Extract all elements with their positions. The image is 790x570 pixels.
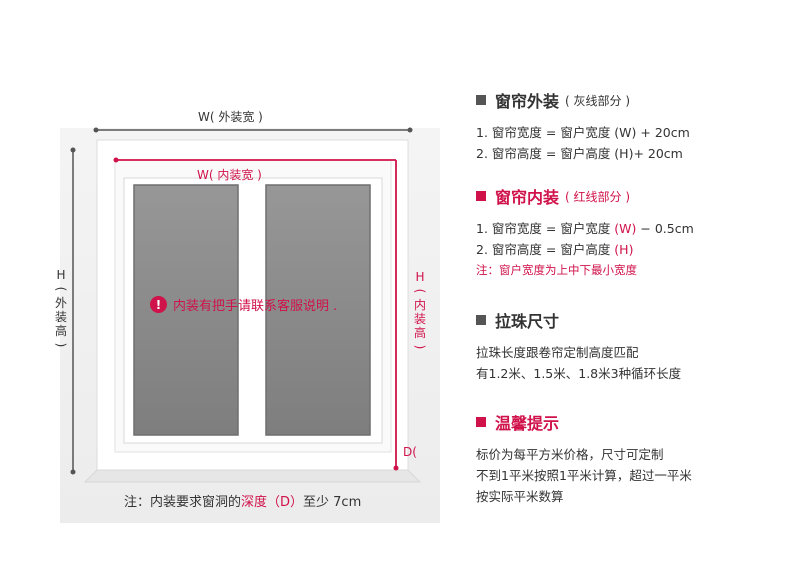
inner-line1-prefix: 1. 窗帘宽度 = 窗户宽度 — [476, 221, 615, 236]
outer-install-title: 窗帘外装 — [495, 92, 560, 111]
exclamation-icon: ! — [150, 296, 167, 313]
depth-label: D( — [403, 445, 417, 459]
pull-bead-title: 拉珠尺寸 — [495, 312, 560, 331]
outer-height-char: 装 — [54, 310, 67, 324]
depth-end — [393, 465, 399, 471]
inner-install-line-1: 1. 窗帘宽度 = 窗户宽度 (W) − 0.5cm — [476, 218, 776, 239]
spec-panel: 窗帘外装 ( 灰线部分 ) 1. 窗帘宽度 = 窗户宽度 (W) + 20cm … — [476, 88, 776, 527]
inner-width-label: W( 内装宽 ) — [197, 168, 262, 182]
outer-install-heading: 窗帘外装 ( 灰线部分 ) — [476, 88, 776, 112]
tips-title: 温馨提示 — [495, 414, 560, 433]
pull-bead-line: 有1.2米、1.5米、1.8米3种循环长度 — [476, 366, 682, 381]
inner-height-char: 装 — [413, 312, 426, 326]
outer-width-end-left — [93, 127, 99, 133]
outer-height-char: ( — [54, 286, 68, 292]
square-bullet-icon — [476, 95, 486, 105]
outer-install-subtitle: ( 灰线部分 ) — [565, 93, 631, 108]
square-bullet-icon — [476, 417, 486, 427]
tips-heading: 温馨提示 — [476, 410, 776, 434]
inner-line2-red: (H) — [614, 242, 634, 257]
square-bullet-icon — [476, 191, 486, 201]
window-diagram: W( 外装宽 ) W( 内装宽 ) H ( 外 装 高 ) H ( 内 装 高 … — [54, 110, 440, 523]
inner-height-char: 高 — [413, 326, 426, 340]
inner-install-title: 窗帘内装 — [495, 188, 560, 207]
outer-height-char: 外 — [54, 296, 67, 310]
inner-height-char: ( — [413, 288, 427, 294]
tips-line: 标价为每平方米价格，尺寸可定制 — [476, 447, 664, 462]
outer-height-char: H — [56, 268, 66, 282]
inner-install-heading: 窗帘内装 ( 红线部分 ) — [476, 184, 776, 208]
pull-bead-line: 拉珠长度跟卷帘定制高度匹配 — [476, 345, 639, 360]
pull-bead-section: 拉珠尺寸 拉珠长度跟卷帘定制高度匹配 有1.2米、1.5米、1.8米3种循环长度 — [476, 308, 776, 384]
warning-text: 内装有把手请联系客服说明 . — [173, 299, 338, 314]
outer-height-end-top — [70, 147, 76, 153]
outer-width-end-right — [407, 127, 413, 133]
tips-section: 温馨提示 标价为每平方米价格，尺寸可定制 不到1平米按照1平米计算，超过一平米 … — [476, 410, 776, 507]
inner-install-subtitle: ( 红线部分 ) — [565, 189, 631, 204]
inner-height-char: 内 — [413, 298, 426, 312]
depth-note: 注：内装要求窗洞的深度（D）至少 7cm — [124, 491, 361, 510]
inner-line2-prefix: 2. 窗帘高度 = 窗户高度 — [476, 242, 615, 257]
inner-install-line-2: 2. 窗帘高度 = 窗户高度 (H) — [476, 239, 776, 260]
right-glass-pane — [265, 184, 371, 436]
window-sill — [83, 469, 422, 483]
inner-install-note: 注：窗户宽度为上中下最小宽度 — [476, 263, 637, 277]
outer-height-char: ) — [54, 342, 68, 348]
outer-height-end-bottom — [70, 469, 76, 475]
pull-bead-heading: 拉珠尺寸 — [476, 308, 776, 332]
outer-height-label: H ( 外 装 高 ) — [54, 268, 68, 352]
square-bullet-icon — [476, 315, 486, 325]
inner-height-label: H ( 内 装 高 ) — [413, 270, 427, 354]
depth-note-suffix: 至少 7cm — [303, 495, 362, 510]
inner-install-section: 窗帘内装 ( 红线部分 ) 1. 窗帘宽度 = 窗户宽度 (W) − 0.5cm… — [476, 184, 776, 280]
inner-line1-red: (W) — [614, 221, 637, 236]
tips-line: 不到1平米按照1平米计算，超过一平米 — [476, 468, 692, 483]
outer-height-char: 高 — [54, 324, 67, 338]
outer-install-line: 1. 窗帘宽度 = 窗户宽度 (W) + 20cm — [476, 125, 690, 140]
depth-note-prefix: 注：内装要求窗洞的 — [124, 495, 242, 510]
outer-install-section: 窗帘外装 ( 灰线部分 ) 1. 窗帘宽度 = 窗户宽度 (W) + 20cm … — [476, 88, 776, 164]
inner-height-char: H — [415, 270, 425, 284]
depth-note-highlight: 深度（D） — [241, 495, 304, 510]
outer-install-line: 2. 窗帘高度 = 窗户高度 (H)+ 20cm — [476, 146, 683, 161]
tips-line: 按实际平米数算 — [476, 489, 564, 504]
inner-height-char: ) — [413, 344, 427, 350]
inner-width-end-left — [113, 157, 119, 163]
inner-line1-suffix: − 0.5cm — [636, 221, 694, 236]
outer-width-label: W( 外装宽 ) — [198, 110, 263, 124]
handle-warning: ! 内装有把手请联系客服说明 . — [150, 295, 337, 314]
window-illustration — [60, 127, 440, 523]
